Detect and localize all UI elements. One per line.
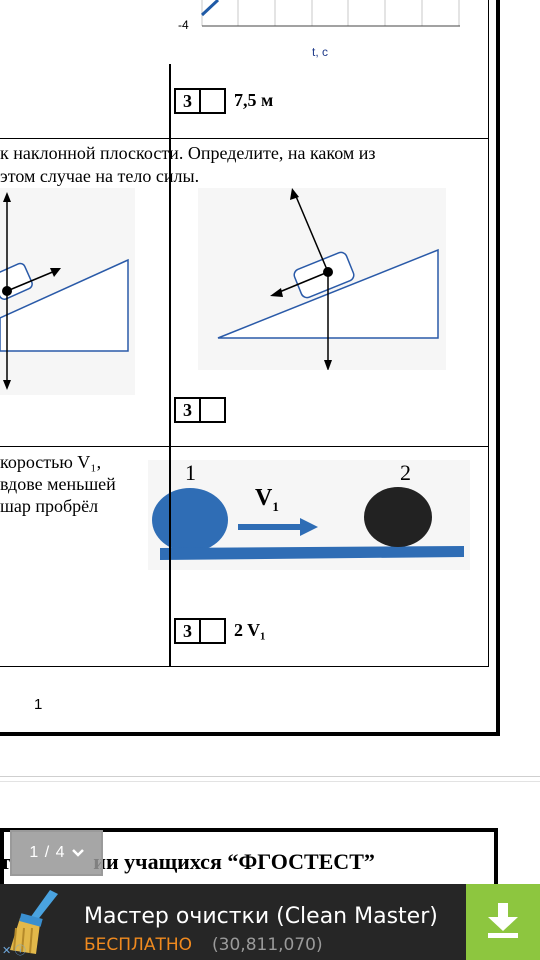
answer-number: 3 — [176, 90, 201, 112]
next-page-frame-left — [0, 828, 4, 888]
table-right-border — [488, 447, 489, 667]
chevron-down-icon — [71, 844, 84, 862]
row-separator — [0, 446, 489, 447]
ad-banner[interactable]: ✕ ⓘ Мастер очистки (Clean Master) БЕСПЛА… — [0, 884, 540, 960]
ad-title: Мастер очистки (Clean Master) — [84, 904, 438, 929]
ball1-label: 1 — [185, 460, 196, 485]
q2-text-line1: к наклонной плоскости. Определите, на ка… — [0, 143, 376, 163]
answer-number: 3 — [176, 399, 201, 421]
page-frame-right — [496, 0, 500, 736]
table-right-border — [488, 0, 489, 138]
q3-text-line3: шар пробрёл — [0, 496, 99, 516]
answer-value-1: 7,5 м — [234, 90, 274, 110]
table-right-border — [488, 139, 489, 447]
answer-number: 3 — [176, 620, 201, 642]
ball2-label: 2 — [400, 460, 411, 485]
incline-figure-right — [198, 188, 446, 370]
page-indicator-label: 1 / 4 — [29, 844, 66, 861]
next-page-frame-right — [494, 828, 498, 888]
next-page-frame-top — [0, 828, 498, 832]
answer-input[interactable] — [201, 620, 224, 642]
page-gap-divider — [0, 776, 540, 777]
answer-box-1: 3 — [174, 88, 226, 114]
table-divider — [169, 447, 171, 667]
q2-text-line2: этом случае на тело силы. — [0, 166, 200, 186]
ad-install-count: (30,811,070) — [212, 935, 323, 955]
answer-box-2: 3 — [174, 397, 226, 423]
table-divider — [169, 139, 171, 447]
download-button[interactable] — [466, 884, 540, 960]
answer-value-3: 2 V₁ — [234, 620, 266, 640]
download-icon — [486, 901, 520, 944]
velocity-label: V1 — [255, 485, 279, 514]
table-bottom-border — [0, 666, 489, 667]
answer-input[interactable] — [201, 90, 224, 112]
page-frame-bottom — [0, 732, 500, 736]
answer-box-3: 3 — [174, 618, 226, 644]
velocity-graph — [200, 0, 460, 27]
table-divider — [169, 64, 171, 138]
y-tick-label: -4 — [178, 18, 189, 32]
page-indicator-button[interactable]: 1 / 4 — [10, 830, 103, 876]
x-axis-label: t, c — [312, 45, 329, 59]
page-gap-divider — [0, 781, 540, 782]
row-separator — [0, 138, 489, 139]
answer-input[interactable] — [201, 399, 224, 421]
ad-free-label: БЕСПЛАТНО — [84, 935, 193, 955]
q3-text-line2: вдове меньшей — [0, 474, 116, 494]
broom-icon — [6, 888, 68, 960]
ad-subtitle: БЕСПЛАТНО (30,811,070) — [84, 935, 323, 955]
q3-text-line1: коростью V₁, — [0, 452, 102, 472]
ad-info-icon[interactable]: ✕ ⓘ — [2, 944, 26, 957]
balls-figure — [148, 460, 470, 570]
next-page-header: т ии учащихся “ФГОСТЕСТ” — [0, 849, 375, 874]
incline-figure-left — [0, 188, 135, 395]
page-number: 1 — [34, 696, 43, 713]
